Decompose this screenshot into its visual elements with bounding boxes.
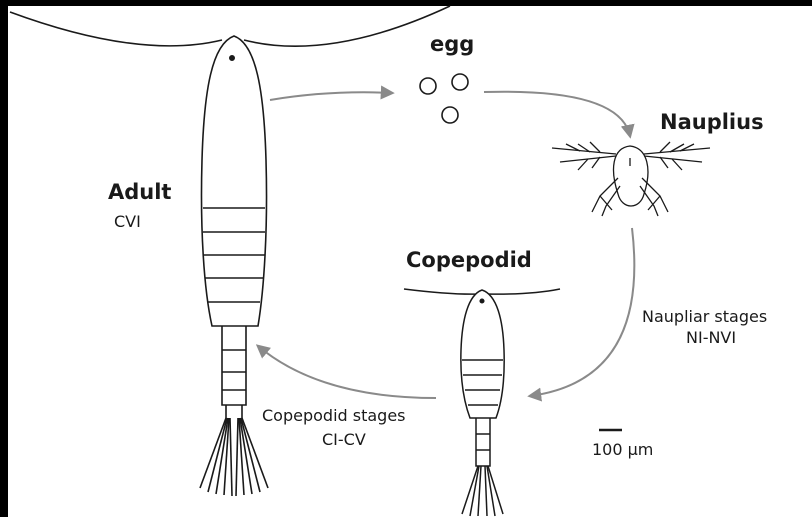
naupliar-range-label: NI-NVI: [686, 328, 736, 347]
adult-eye: [230, 56, 234, 60]
adult-body: [201, 36, 266, 326]
copepodid-eye: [480, 299, 484, 303]
egg-3: [442, 107, 458, 123]
adult-stage-label: CVI: [114, 212, 141, 231]
nauplius-drawing: [552, 142, 710, 216]
arrow-copepodid-to-adult: [258, 346, 436, 398]
naupliar-stages-label: Naupliar stages: [642, 307, 767, 326]
adult-left-antenna: [10, 12, 222, 46]
nauplius-body: [614, 146, 648, 206]
egg-1: [420, 78, 436, 94]
arrow-egg-to-nauplius: [484, 92, 630, 136]
cycle-arrows: [258, 92, 634, 398]
egg-label: egg: [430, 32, 474, 56]
copepodid-drawing: [404, 289, 560, 516]
arrow-nauplius-to-copepodid: [530, 228, 634, 396]
eggs-drawing: [420, 74, 468, 123]
adult-right-antenna: [244, 6, 450, 46]
nauplius-label: Nauplius: [660, 110, 764, 134]
copepodid-range-label: CI-CV: [322, 430, 366, 449]
copepodid-left-antenna: [404, 289, 480, 294]
egg-2: [452, 74, 468, 90]
scale-label: 100 µm: [592, 440, 653, 459]
arrow-adult-to-egg: [270, 92, 392, 100]
copepodid-body: [461, 290, 504, 418]
copepodid-stages-label: Copepodid stages: [262, 406, 406, 425]
adult-label: Adult: [108, 180, 171, 204]
copepodid-label: Copepodid: [406, 248, 532, 272]
copepodid-right-antenna: [486, 289, 560, 294]
